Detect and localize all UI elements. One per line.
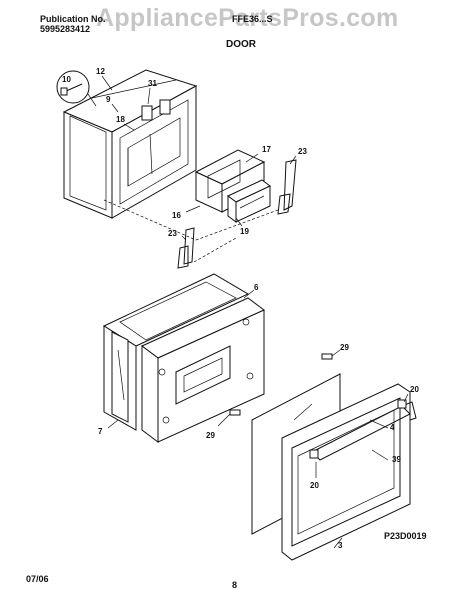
callout-10: 10 bbox=[62, 75, 71, 84]
callout-12: 12 bbox=[96, 67, 105, 76]
footer-date: 07/06 bbox=[26, 574, 49, 584]
callout-18: 18 bbox=[116, 115, 125, 124]
drawing-code: P23D0019 bbox=[384, 531, 427, 541]
hinge-right bbox=[277, 159, 297, 215]
section-title: DOOR bbox=[226, 39, 256, 50]
publication-number: 5995283412 bbox=[40, 24, 91, 34]
callout-39: 39 bbox=[392, 455, 401, 464]
footer-page-number: 8 bbox=[232, 580, 238, 590]
callout-16: 16 bbox=[172, 211, 181, 220]
callout-20-lower: 20 bbox=[310, 481, 319, 490]
outer-door-frame bbox=[281, 383, 411, 561]
callout-23-lower: 23 bbox=[168, 229, 177, 238]
callout-17: 17 bbox=[262, 145, 271, 154]
model-number: FFE36...S bbox=[232, 14, 273, 24]
callout-4: 4 bbox=[390, 423, 395, 432]
screw-detail bbox=[56, 70, 90, 104]
callout-6: 6 bbox=[254, 283, 259, 292]
watermark: AppliancePartsPros.com bbox=[96, 4, 399, 32]
callout-31: 31 bbox=[148, 79, 157, 88]
glass-panels bbox=[227, 179, 271, 223]
callout-9: 9 bbox=[106, 95, 111, 104]
callout-23-upper: 23 bbox=[298, 147, 307, 156]
callout-29-upper: 29 bbox=[340, 343, 349, 352]
callout-20-upper: 20 bbox=[410, 385, 419, 394]
callout-29-lower: 29 bbox=[206, 431, 215, 440]
hinge-left bbox=[177, 227, 195, 269]
callout-7: 7 bbox=[98, 427, 103, 436]
publication-label: Publication No. bbox=[40, 14, 106, 24]
inner-door-panel bbox=[141, 297, 265, 443]
inner-door-liner bbox=[62, 69, 198, 219]
pin-lower bbox=[229, 409, 241, 416]
callout-19: 19 bbox=[240, 227, 249, 236]
door-handle bbox=[309, 399, 417, 461]
outer-door-panel bbox=[102, 273, 250, 431]
callout-3: 3 bbox=[338, 541, 343, 550]
pin-upper bbox=[321, 353, 333, 360]
